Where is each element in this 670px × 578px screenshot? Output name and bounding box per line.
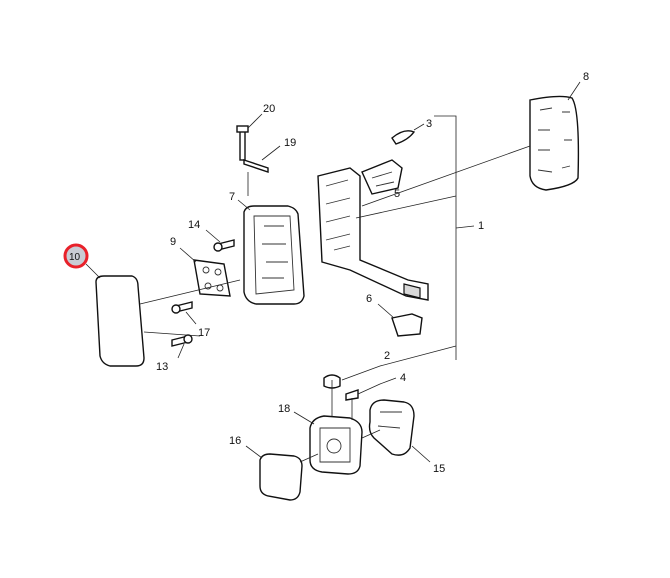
frame-line-4 [357, 377, 397, 395]
leader-20 [247, 113, 263, 129]
callout-16: 16 [229, 435, 241, 447]
frame-line-1b [455, 225, 475, 229]
callout-19: 19 [284, 137, 296, 149]
leader-line-main [361, 145, 531, 207]
connect-line-15 [361, 429, 381, 439]
part-5-pivot[interactable] [361, 159, 403, 195]
part-14-screw[interactable] [213, 239, 235, 252]
leader-7 [237, 199, 251, 211]
callout-15: 15 [433, 463, 445, 475]
callout-18: 18 [278, 403, 290, 415]
leader-10 [85, 263, 101, 279]
callout-4: 4 [400, 372, 406, 384]
part-9-mount-plate[interactable] [193, 259, 231, 297]
leader-17 [185, 311, 197, 325]
callout-14: 14 [188, 219, 200, 231]
callout-9: 9 [170, 236, 176, 248]
frame-line-3 [434, 115, 457, 360]
part-16-small-glass[interactable] [259, 453, 303, 501]
leader-14 [205, 229, 221, 243]
connect-line-10 [139, 279, 241, 305]
part-7-housing-frame[interactable] [243, 205, 305, 305]
leader-3 [413, 123, 425, 131]
callout-1: 1 [478, 220, 484, 232]
leader-16 [245, 445, 263, 459]
callout-17: 17 [198, 327, 210, 339]
part-6-clip[interactable] [391, 313, 423, 337]
part-8-mirror-cover[interactable] [529, 95, 580, 191]
part-17-screw[interactable] [171, 301, 193, 314]
callout-10-highlight-ring [63, 243, 89, 269]
leader-13 [177, 343, 185, 359]
leader-6 [377, 303, 395, 319]
callout-6: 6 [366, 293, 372, 305]
callout-8: 8 [583, 71, 589, 83]
part-10-mirror-glass[interactable] [95, 275, 145, 367]
callout-5: 5 [394, 188, 400, 200]
callout-13: 13 [156, 361, 168, 373]
callout-20: 20 [263, 103, 275, 115]
part-20-bolt[interactable] [236, 125, 249, 161]
leader-15 [411, 445, 431, 463]
leader-18 [293, 411, 315, 425]
connect-line-10b [143, 331, 201, 337]
part-4-clip[interactable] [345, 389, 359, 401]
leader-9 [179, 247, 197, 263]
connect-line-16 [299, 453, 319, 463]
part-19-stud[interactable] [243, 159, 269, 173]
part-18-lower-housing[interactable] [309, 415, 363, 475]
mirror-arm-body[interactable] [317, 167, 429, 301]
part-3-bracket[interactable] [391, 130, 416, 145]
callout-7: 7 [229, 191, 235, 203]
frame-line-2 [341, 345, 457, 381]
leader-19 [261, 145, 281, 161]
callout-2: 2 [384, 350, 390, 362]
leader-8 [567, 81, 581, 101]
part-13-screw[interactable] [171, 334, 193, 347]
callout-10: 10 [69, 252, 81, 263]
frame-line-1 [355, 195, 457, 219]
part-15-lower-cover[interactable] [368, 399, 415, 456]
callout-3: 3 [426, 118, 432, 130]
